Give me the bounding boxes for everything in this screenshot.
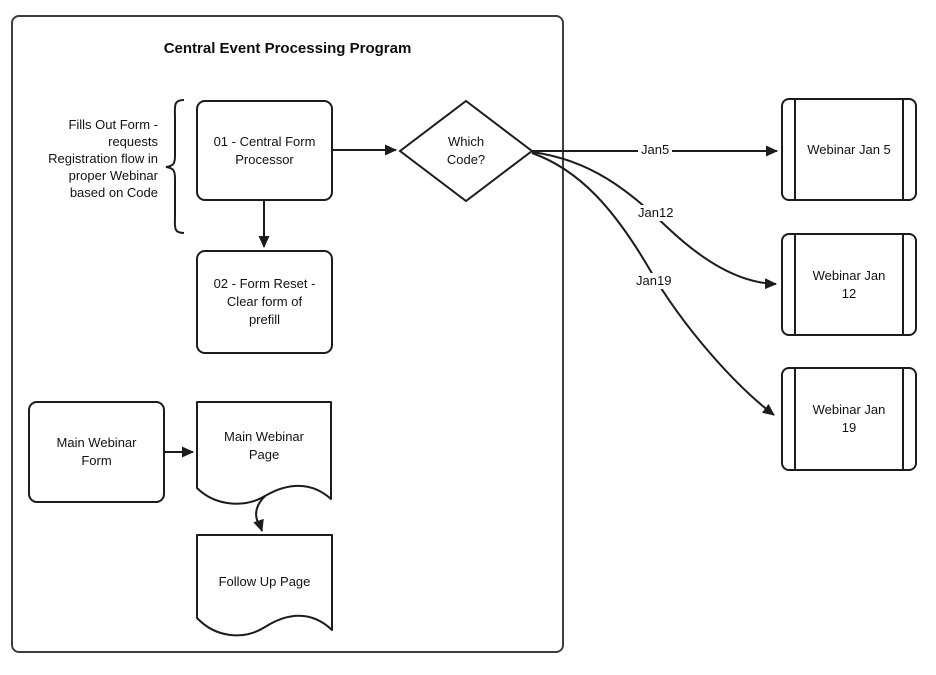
node-label-webinar-jan5: Webinar Jan 5	[807, 141, 891, 157]
node-label-central-form-processor: 01 - Central Form Processor	[213, 133, 316, 167]
node-label-webinar-jan12: Webinar Jan 12	[812, 267, 886, 301]
webinar-jan5-box	[781, 98, 917, 201]
main-webinar-form-box	[28, 401, 165, 503]
connector-arrows	[165, 144, 778, 532]
arrow-decision-to-jan12	[531, 151, 777, 290]
edge-label-jan5: Jan5	[638, 142, 673, 158]
node-label-main-webinar-page: Main Webinar Page	[224, 429, 304, 462]
annotation-brace	[165, 99, 185, 234]
main-webinar-page-document	[196, 401, 332, 505]
node-label-main-webinar-form: Main Webinar Form	[56, 435, 137, 468]
webinar-jan12-box	[781, 233, 917, 336]
edge-label-jan19: Jan19	[633, 273, 675, 289]
process-box-02	[196, 250, 333, 354]
process-box-01	[196, 100, 333, 201]
node-label-form-reset: 02 - Form Reset - Clear form of prefill	[213, 276, 316, 327]
arrow-decision-to-jan19	[531, 152, 775, 416]
node-label-webinar-jan19: Webinar Jan 19	[812, 402, 886, 435]
diagram-title: Central Event Processing Program	[163, 40, 412, 57]
follow-up-page-document	[196, 534, 333, 637]
decision-diamond	[398, 99, 534, 203]
node-label-which-code: Which Code?	[446, 134, 486, 167]
node-label-follow-up-page: Follow Up Page	[218, 574, 311, 589]
webinar-jan19-box	[781, 367, 917, 471]
annotation-text: Fills Out Form - requests Registration f…	[48, 117, 158, 200]
edge-label-jan12: Jan12	[635, 205, 677, 221]
arrow-page-to-followup	[253, 495, 266, 532]
